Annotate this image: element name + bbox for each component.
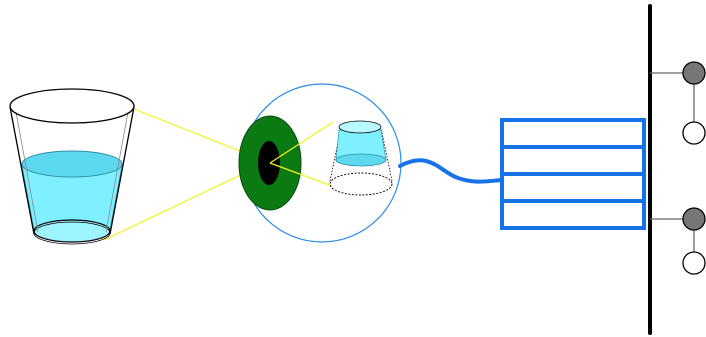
node-1-empty [682,121,706,145]
node-1-filled [682,61,706,85]
memory-cell-2 [500,145,646,176]
inner-sight-lines [269,121,334,187]
optic-nerve [398,158,504,184]
memory-cell-1 [500,118,646,149]
network-nodes [650,61,706,275]
glass-bottom [33,219,111,243]
inverted-glass-icon [329,120,393,196]
glass-side-right [109,106,135,235]
glass-water-surface [21,150,123,178]
memory-register-icon [500,118,646,230]
memory-cell-4 [500,199,646,230]
glass-side-left [9,106,35,235]
glass-rim [9,88,135,124]
node-2-empty [682,251,706,275]
node-2-filled [682,207,706,231]
eye-pupil [258,141,280,185]
water-glass-icon [9,88,135,245]
memory-cell-3 [500,172,646,203]
